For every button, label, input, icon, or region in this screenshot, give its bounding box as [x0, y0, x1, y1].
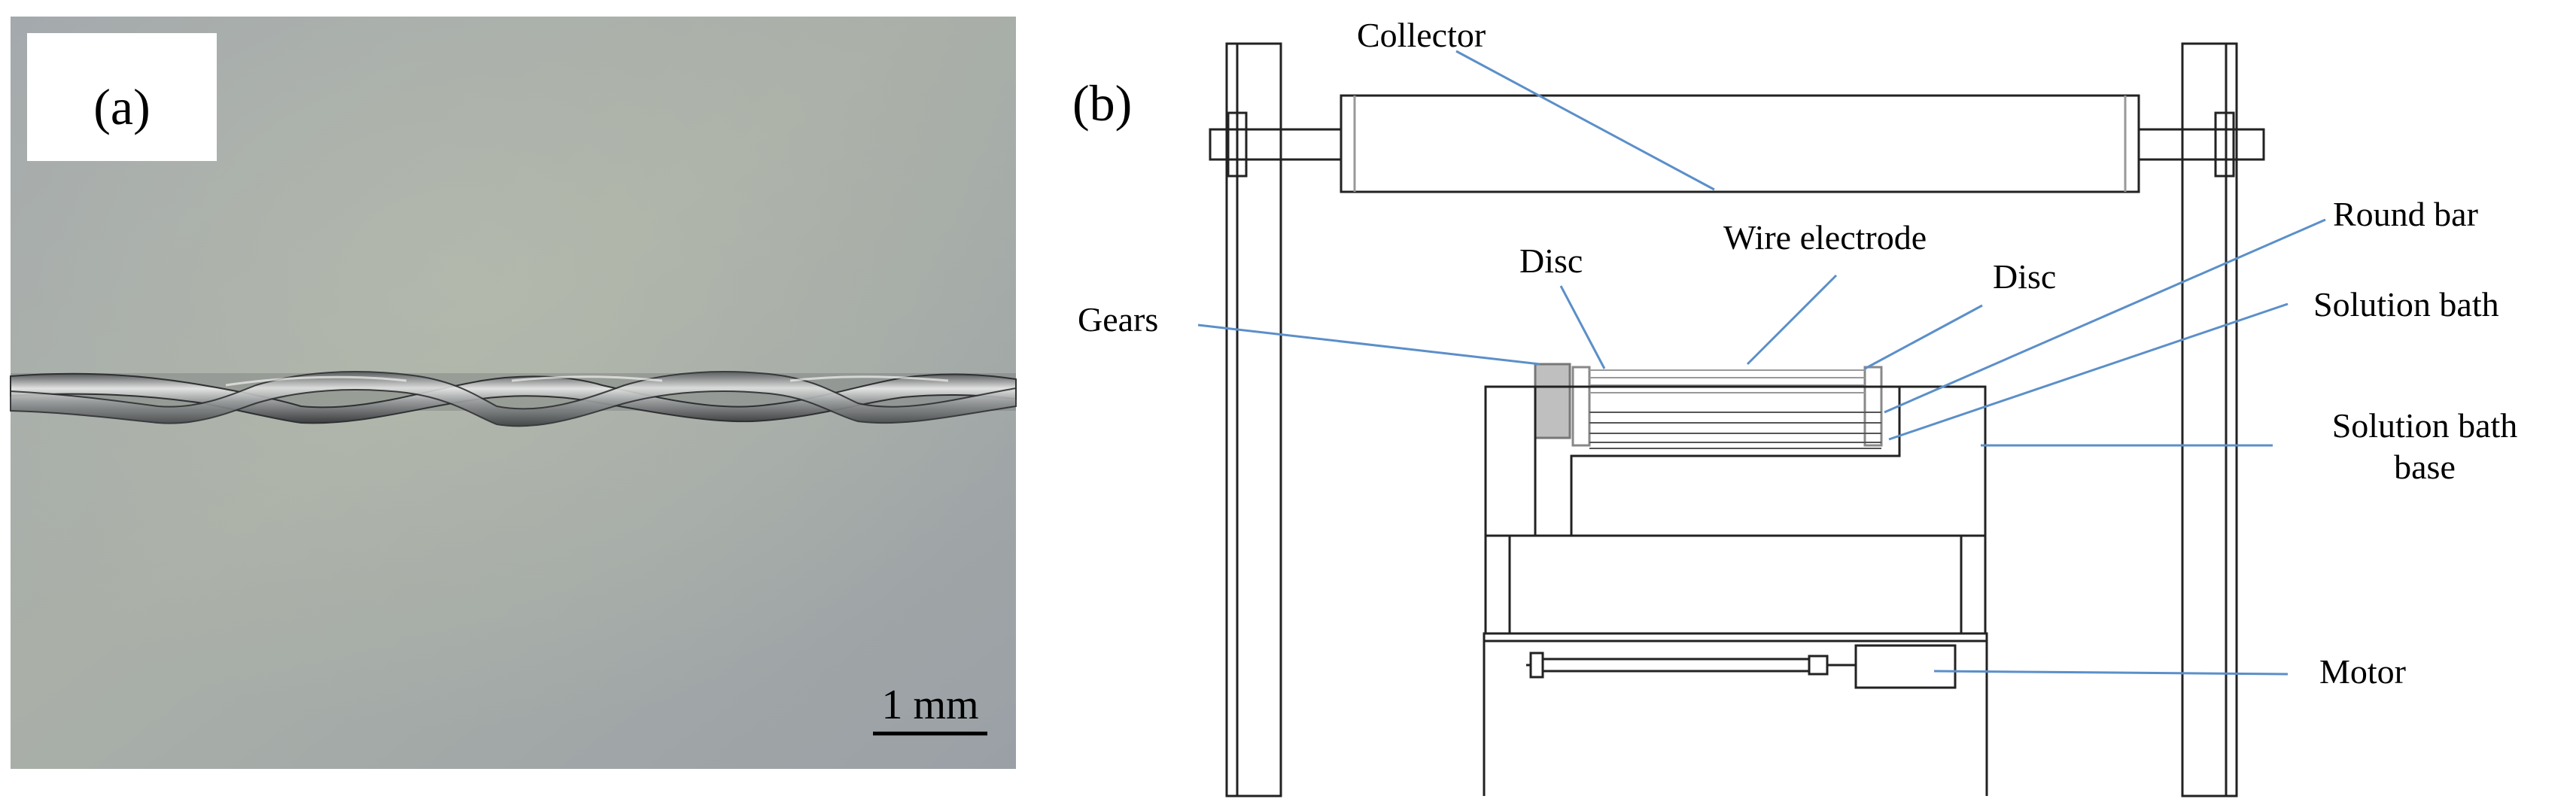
labels: Collector Disc Wire electrode Disc Gears… [1078, 16, 2517, 691]
wire-strand-2 [10, 371, 1017, 427]
leader-wire-electrode [1746, 274, 1838, 366]
collector-roller [1340, 94, 2140, 193]
label-solution-bath-base-line1: Solution bath [2332, 406, 2518, 445]
leader-collector [1455, 50, 1715, 191]
motor-assembly [1526, 644, 1957, 689]
label-motor: Motor [2319, 652, 2406, 691]
motor [1854, 644, 1957, 689]
frame-left-upright [1225, 42, 1282, 797]
leader-solution-bath [1888, 302, 2289, 441]
motor-housing [1483, 632, 1988, 796]
collector-shaft-cap-left [1227, 111, 1248, 178]
wire-electrodes [1589, 369, 1865, 393]
panel-a-tag-box [27, 33, 217, 161]
leader-round-bar [1884, 218, 2326, 414]
panel-b-tag: (b) [1072, 74, 1132, 132]
twisted-wire [10, 371, 1017, 427]
wire-highlights [225, 375, 949, 387]
motor-coupling [1808, 655, 1829, 676]
label-solution-bath: Solution bath [2313, 285, 2499, 324]
collector-shaft-cap-right [2214, 111, 2235, 178]
gears [1534, 363, 1571, 439]
collector-assembly [1209, 94, 2265, 193]
leader-lines [1197, 50, 2326, 676]
panel-a: (a) 1 mm [10, 17, 1017, 769]
leader-disc-right [1864, 304, 1983, 370]
panel-a-tag: (a) [93, 78, 150, 135]
disc-right [1863, 366, 1883, 447]
round-bars [1589, 412, 1881, 449]
label-wire-electrode: Wire electrode [1723, 218, 1927, 257]
label-collector: Collector [1357, 16, 1486, 54]
leader-disc-left [1559, 285, 1606, 369]
frame-right-upright [2181, 42, 2238, 797]
leader-motor [1933, 670, 2289, 676]
label-solution-bath-base-line2: base [2394, 448, 2456, 486]
leader-gears [1197, 324, 1540, 366]
label-gears: Gears [1078, 300, 1158, 339]
panel-b: (b) [1072, 16, 2517, 797]
scale-bar-label: 1 mm [881, 682, 978, 728]
electrode-assembly [1534, 363, 1883, 449]
label-round-bar: Round bar [2333, 195, 2478, 233]
label-disc-left: Disc [1519, 242, 1583, 280]
label-disc-right: Disc [1993, 257, 2056, 296]
disc-left [1571, 366, 1591, 447]
lower-stand [1484, 534, 1987, 635]
